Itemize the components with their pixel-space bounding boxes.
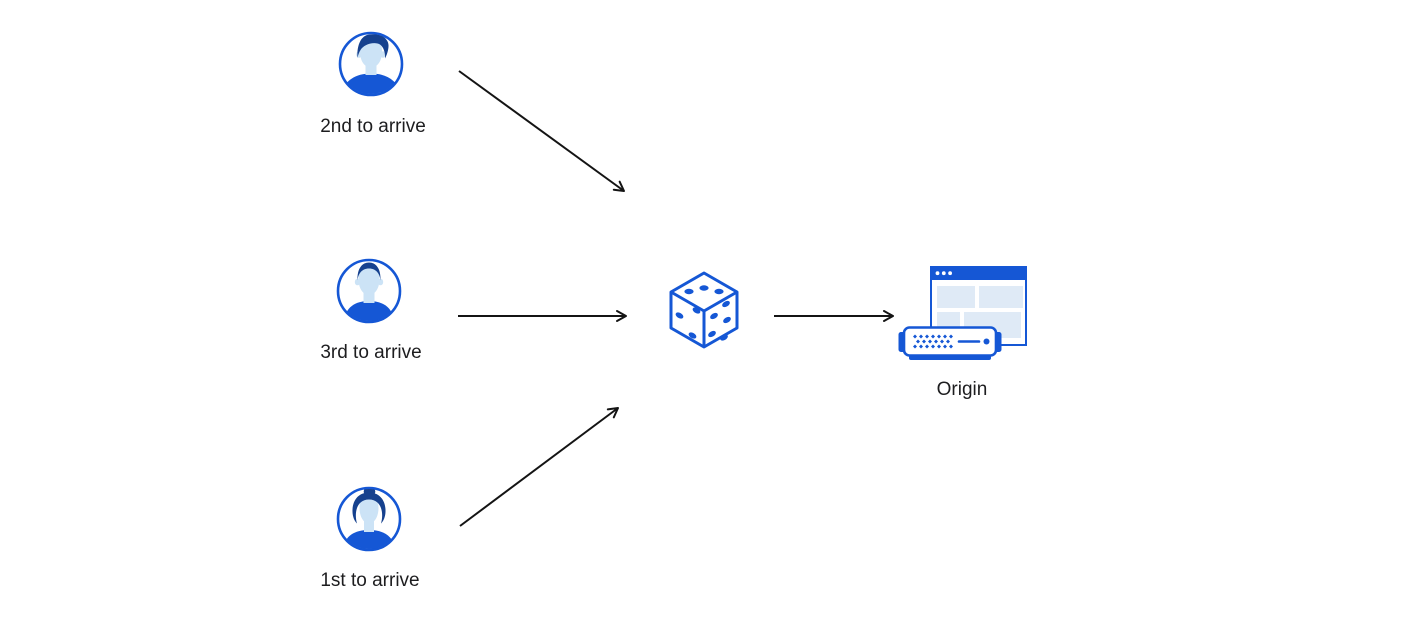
origin-server-icon [898, 326, 1002, 360]
node-randomizer [667, 270, 741, 350]
user-middle-label: 3rd to arrive [320, 342, 422, 363]
female-user-avatar-icon [336, 486, 402, 552]
node-origin: Origin [890, 258, 1035, 408]
user-top-label: 2nd to arrive [320, 116, 426, 137]
node-user-1st [336, 486, 402, 552]
node-user-2nd [338, 31, 404, 97]
arrow-user-bottom-to-dice [459, 407, 619, 527]
node-user-3rd [336, 258, 402, 324]
male-user-avatar-icon [336, 258, 402, 324]
origin-label: Origin [936, 379, 988, 400]
arrow-user-top-to-dice [458, 70, 625, 192]
user-bottom-label: 1st to arrive [320, 570, 420, 591]
server-vent-dots [913, 334, 953, 349]
dice-icon [669, 271, 739, 349]
male-user-avatar-icon [338, 31, 404, 97]
